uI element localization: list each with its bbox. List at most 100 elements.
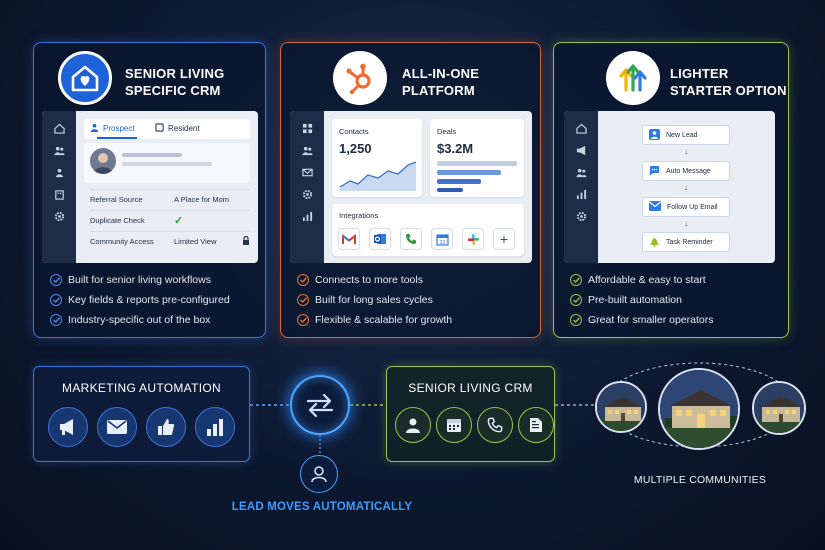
lighter-starter-option-card: LIGHTER STARTER OPTION New Lead ↓ Auto M… — [553, 42, 789, 338]
marketing-automation-title: MARKETING AUTOMATION — [62, 381, 221, 395]
check-circle-icon — [297, 294, 309, 306]
mail-icon[interactable] — [300, 165, 314, 179]
swap-arrows-icon — [306, 393, 334, 417]
flow-step-task-reminder[interactable]: Task Reminder — [642, 232, 730, 252]
bullet-text: Industry-specific out of the box — [68, 314, 211, 326]
mail-icon[interactable] — [97, 407, 137, 447]
home-icon[interactable] — [574, 121, 588, 135]
check-circle-icon — [570, 274, 582, 286]
check-circle-icon — [50, 314, 62, 326]
settings-icon[interactable] — [300, 187, 314, 201]
deals-tile: Deals $3.2M — [430, 119, 524, 197]
automation-screen-panel: New Lead ↓ Auto Message ↓ Follow Up Emai… — [564, 111, 775, 263]
megaphone-icon[interactable] — [48, 407, 88, 447]
phone-icon[interactable] — [477, 407, 513, 443]
bullet-text: Built for senior living workflows — [68, 274, 211, 286]
avatar — [90, 148, 116, 174]
flow-step-new-lead[interactable]: New Lead — [642, 125, 730, 145]
community-access-label: Community Access — [90, 237, 154, 246]
add-integration-icon[interactable]: + — [493, 228, 515, 250]
duplicate-check-icon: ✓ — [174, 215, 184, 227]
card-title-line1: LIGHTER — [670, 66, 729, 81]
building-icon[interactable] — [52, 187, 66, 201]
lead-person-node — [300, 455, 338, 493]
senior-living-crm-box: SENIOR LIVING CRM — [386, 366, 555, 462]
notes-icon[interactable] — [518, 407, 554, 443]
card-title-line1: SENIOR LIVING — [125, 66, 225, 81]
tab-resident-label: Resident — [168, 124, 200, 133]
card-title-line2: SPECIFIC CRM — [125, 83, 221, 98]
contacts-value: 1,250 — [339, 141, 372, 156]
check-circle-icon — [50, 274, 62, 286]
community-photo-small-right — [752, 381, 806, 435]
group-icon[interactable] — [52, 165, 66, 179]
lock-icon — [242, 235, 250, 247]
bar-chart-icon[interactable] — [300, 209, 314, 223]
home-icon[interactable] — [52, 121, 66, 135]
settings-icon[interactable] — [574, 209, 588, 223]
tab-resident[interactable]: Resident — [155, 123, 200, 134]
flow-step-follow-up-email[interactable]: Follow Up Email — [642, 197, 730, 217]
app-sidebar — [564, 111, 598, 263]
all-in-one-platform-card: ALL-IN-ONE PLATFORM Contacts 1,250 Deals… — [280, 42, 541, 338]
dashboard-icon[interactable] — [300, 121, 314, 135]
bullet-text: Connects to more tools — [315, 274, 423, 286]
check-circle-icon — [297, 314, 309, 326]
contacts-tile: Contacts 1,250 — [332, 119, 422, 197]
person-icon — [311, 466, 327, 483]
check-circle-icon — [297, 274, 309, 286]
bullet-text: Flexible & scalable for growth — [315, 314, 453, 326]
bullet-text: Great for smaller operators — [588, 314, 714, 326]
bar-chart-icon[interactable] — [195, 407, 235, 447]
users-icon[interactable] — [300, 143, 314, 157]
house-heart-logo-icon — [58, 51, 112, 105]
flow-step-label: Task Reminder — [666, 238, 713, 246]
slack-icon[interactable] — [462, 228, 484, 250]
card-title-line1: ALL-IN-ONE — [402, 66, 480, 81]
flow-arrow-icon: ↓ — [684, 219, 688, 228]
arrows-logo-icon — [606, 51, 660, 105]
outlook-icon[interactable] — [369, 228, 391, 250]
community-photo-main — [658, 368, 740, 450]
bar-chart-icon[interactable] — [574, 187, 588, 201]
person-icon[interactable] — [395, 407, 431, 443]
calendar-icon[interactable] — [436, 407, 472, 443]
flow-step-label: New Lead — [666, 131, 698, 139]
flow-step-auto-message[interactable]: Auto Message — [642, 161, 730, 181]
deals-label: Deals — [437, 127, 457, 136]
check-circle-icon — [570, 314, 582, 326]
tab-prospect[interactable]: Prospect — [90, 123, 135, 134]
app-sidebar — [290, 111, 324, 263]
users-icon[interactable] — [52, 143, 66, 157]
contacts-trend-sparkline — [339, 161, 417, 191]
deals-bar — [437, 179, 481, 184]
integrations-tile: Integrations 31 + — [332, 204, 524, 256]
lead-moves-label: LEAD MOVES AUTOMATICALLY — [231, 501, 413, 513]
senior-living-crm-card: SENIOR LIVING SPECIFIC CRM Prospect Resi… — [33, 42, 266, 338]
tab-prospect-label: Prospect — [103, 124, 135, 133]
community-access-value: Limited View — [174, 237, 217, 246]
contacts-label: Contacts — [339, 127, 369, 136]
thumbs-up-icon[interactable] — [146, 407, 186, 447]
lead-transfer-node[interactable] — [290, 375, 350, 435]
referral-source-value: A Place for Mom — [174, 195, 230, 204]
hub-sprocket-logo-icon — [333, 51, 387, 105]
platform-screen-panel: Contacts 1,250 Deals $3.2M Integrations … — [290, 111, 532, 263]
flow-step-label: Auto Message — [666, 167, 711, 175]
gmail-icon[interactable] — [338, 228, 360, 250]
flow-step-label: Follow Up Email — [667, 203, 718, 211]
person-icon — [90, 123, 99, 134]
check-circle-icon — [570, 294, 582, 306]
duplicate-check-label: Duplicate Check — [90, 216, 145, 225]
marketing-automation-box: MARKETING AUTOMATION — [33, 366, 250, 462]
users-icon[interactable] — [574, 165, 588, 179]
calendar-icon[interactable]: 31 — [431, 228, 453, 250]
flow-arrow-icon: ↓ — [684, 183, 688, 192]
flow-arrow-icon: ↓ — [684, 147, 688, 156]
phone-icon[interactable] — [400, 228, 422, 250]
megaphone-icon[interactable] — [574, 143, 588, 157]
bullet-text: Key fields & reports pre-configured — [68, 294, 230, 306]
settings-icon[interactable] — [52, 209, 66, 223]
